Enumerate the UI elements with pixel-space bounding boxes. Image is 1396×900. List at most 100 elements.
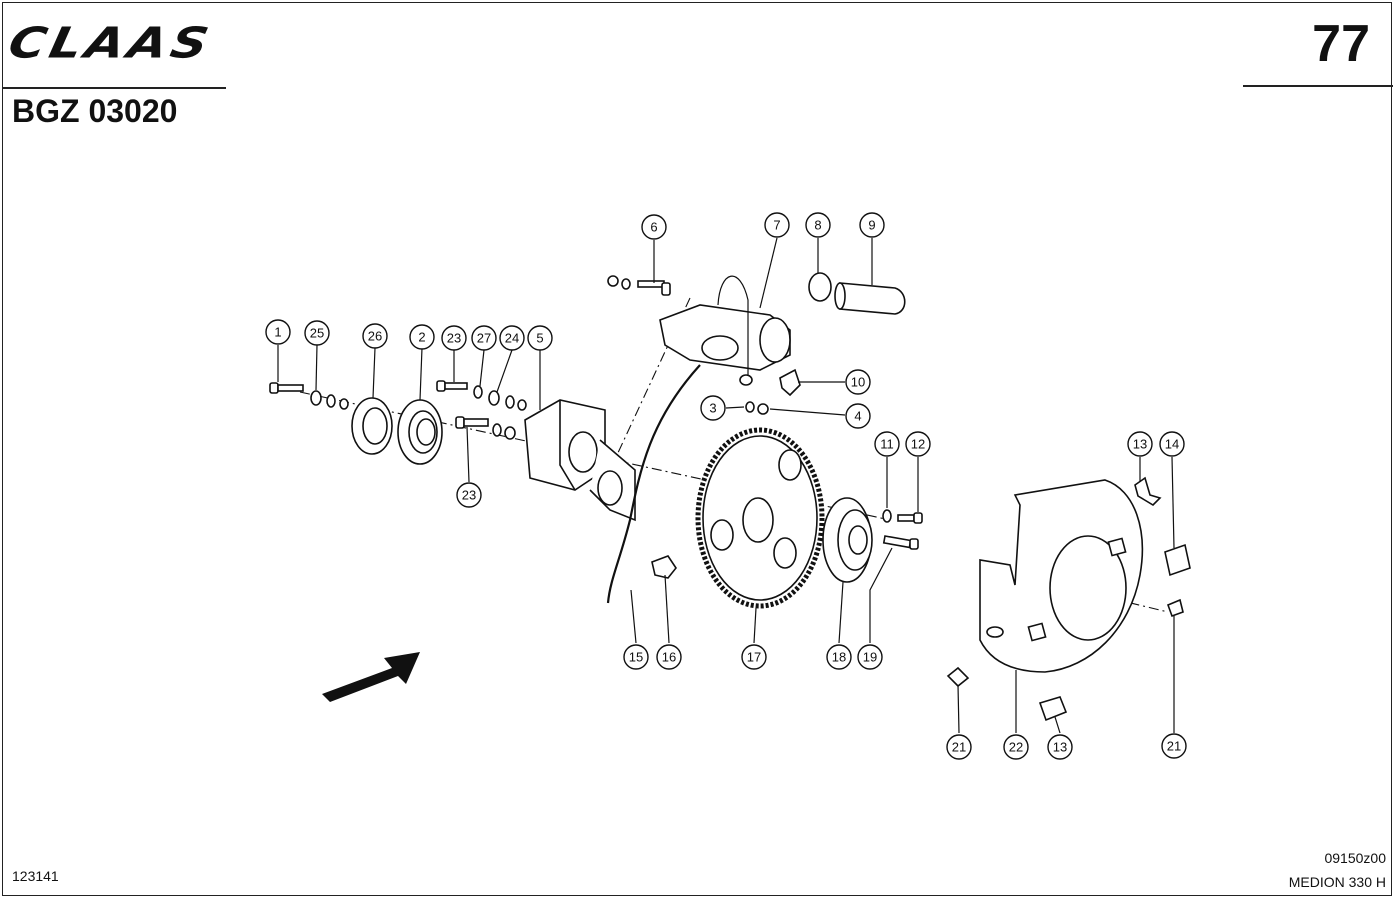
part-10-connector	[779, 368, 801, 397]
callout-15: 15	[623, 644, 649, 670]
callout-4: 4	[845, 403, 871, 429]
image-ref: 09150z00	[1324, 850, 1386, 866]
part-1-bolt	[269, 382, 304, 394]
svg-text:13: 13	[1053, 740, 1067, 755]
callout-18: 18	[826, 644, 852, 670]
part-27-washer	[473, 385, 483, 399]
svg-text:5: 5	[536, 331, 543, 346]
washer	[326, 394, 336, 408]
part-22-guard	[979, 479, 1144, 673]
callout-23-upper: 23	[441, 325, 467, 351]
header-rule-left	[2, 87, 226, 89]
svg-text:27: 27	[477, 331, 491, 346]
part-19-bolt	[882, 535, 919, 550]
part-16-clip	[651, 555, 677, 579]
svg-text:15: 15	[629, 650, 643, 665]
svg-text:7: 7	[773, 218, 780, 233]
washer	[492, 423, 502, 437]
svg-text:21: 21	[1167, 739, 1181, 754]
callout-14: 14	[1159, 431, 1185, 457]
part-13-bracket-lower	[1038, 696, 1068, 722]
callout-22: 22	[1003, 734, 1029, 760]
callout-21-left: 21	[946, 734, 972, 760]
part-12-bolt	[897, 512, 923, 524]
part-23-bolt-lower	[455, 416, 489, 429]
group-code: BGZ 03020	[12, 93, 178, 129]
callout-11: 11	[874, 431, 900, 457]
callout-2: 2	[409, 324, 435, 350]
svg-text:24: 24	[505, 331, 519, 346]
part-6-bolt	[607, 275, 671, 296]
svg-text:23: 23	[447, 331, 461, 346]
svg-text:22: 22	[1009, 740, 1023, 755]
page-number: 77	[1312, 15, 1370, 73]
svg-text:17: 17	[747, 650, 761, 665]
callout-13-lower: 13	[1047, 734, 1073, 760]
part-23-bolt-upper	[436, 380, 468, 392]
callout-25: 25	[304, 320, 330, 346]
part-7-motor	[659, 275, 791, 386]
callout-21-right: 21	[1161, 733, 1187, 759]
part-3-washer	[745, 401, 755, 413]
part-5-housing	[524, 399, 636, 522]
nut	[517, 399, 527, 411]
svg-text:18: 18	[832, 650, 846, 665]
part-2-flange	[397, 399, 443, 465]
nut	[505, 395, 515, 409]
callout-19: 19	[857, 644, 883, 670]
part-14-plate	[1164, 543, 1191, 577]
header-rule-right	[1243, 85, 1393, 87]
drawing-ref: 123141	[12, 868, 59, 884]
callout-24: 24	[499, 325, 525, 351]
svg-text:21: 21	[952, 740, 966, 755]
svg-text:19: 19	[863, 650, 877, 665]
callout-16: 16	[656, 644, 682, 670]
svg-text:6: 6	[650, 220, 657, 235]
part-8-clamp	[808, 272, 832, 302]
part-11-washer	[882, 509, 892, 523]
svg-text:1: 1	[274, 325, 281, 340]
callout-6: 6	[641, 214, 667, 240]
svg-text:14: 14	[1165, 437, 1179, 452]
callout-3: 3	[700, 395, 726, 421]
callout-10: 10	[845, 369, 871, 395]
svg-text:9: 9	[868, 218, 875, 233]
svg-text:16: 16	[662, 650, 676, 665]
svg-text:23: 23	[462, 488, 476, 503]
callout-5: 5	[527, 325, 553, 351]
part-24-washer	[488, 390, 500, 406]
part-26-seal	[351, 397, 393, 455]
callout-13-upper: 13	[1127, 431, 1153, 457]
svg-text:25: 25	[310, 326, 324, 341]
mount-axis	[609, 297, 691, 471]
part-13-bracket-upper	[1134, 476, 1162, 507]
part-15-cable	[606, 364, 701, 604]
callout-9: 9	[859, 212, 885, 238]
callout-17: 17	[741, 644, 767, 670]
part-25-washer	[310, 390, 322, 406]
part-4-nut	[757, 403, 769, 415]
part-21-clip-right	[1166, 598, 1184, 618]
nut	[504, 426, 516, 440]
svg-text:12: 12	[911, 437, 925, 452]
callout-27: 27	[471, 325, 497, 351]
leader-lines	[277, 237, 1175, 734]
callout-7: 7	[764, 212, 790, 238]
part-21-clip-left	[946, 666, 970, 688]
part-9-sleeve	[834, 282, 906, 315]
model-name: MEDION 330 H	[1288, 874, 1386, 890]
part-18-hub	[822, 497, 873, 583]
svg-text:2: 2	[418, 330, 425, 345]
callout-23-lower: 23	[456, 482, 482, 508]
callout-26: 26	[362, 323, 388, 349]
svg-text:26: 26	[368, 329, 382, 344]
callout-1: 1	[265, 319, 291, 345]
nut	[339, 398, 349, 410]
callout-8: 8	[805, 212, 831, 238]
svg-text:3: 3	[709, 401, 716, 416]
travel-direction-arrow	[322, 652, 420, 702]
svg-text:13: 13	[1133, 437, 1147, 452]
svg-text:10: 10	[851, 375, 865, 390]
